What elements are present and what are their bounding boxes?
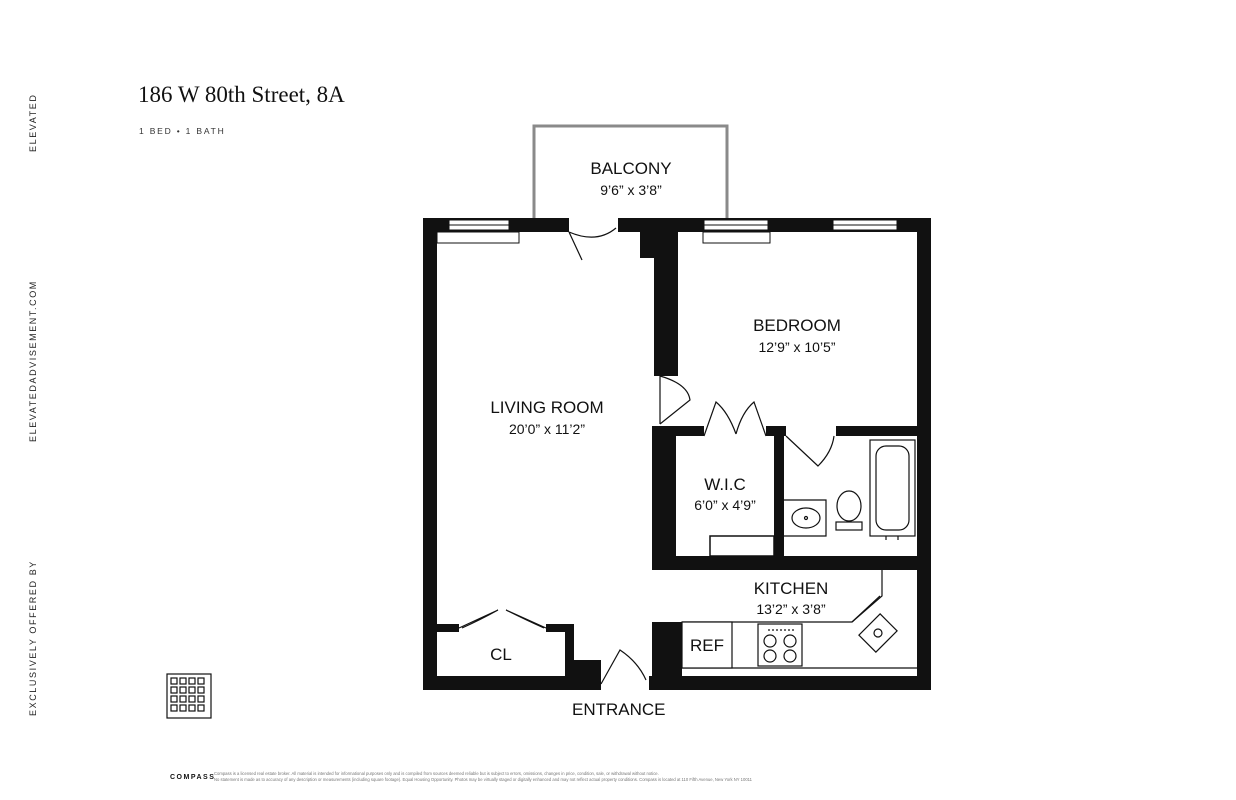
wic-label: W.I.C xyxy=(704,475,746,494)
refrigerator-label: REF xyxy=(690,636,724,655)
living-room-dims: 20’0” x 11’2” xyxy=(509,421,585,437)
bathtub-icon xyxy=(869,439,916,540)
listing-address: 186 W 80th Street, 8A xyxy=(138,82,345,107)
kitchen-sink-icon xyxy=(858,613,898,653)
building-logo xyxy=(166,673,212,719)
wic-notch xyxy=(709,535,775,557)
compass-logo: COMPASS xyxy=(170,774,216,781)
balcony-dims: 9’6” x 3’8” xyxy=(600,182,662,198)
kitchen-label: KITCHEN xyxy=(754,579,829,598)
entrance-label: ENTRANCE xyxy=(572,700,666,719)
disclaimer-line-2: No statement is made as to accuracy of a… xyxy=(214,777,753,782)
range-icon xyxy=(757,623,803,667)
doors xyxy=(458,227,835,685)
kitchen-dims: 13’2” x 3’8” xyxy=(756,601,826,617)
living-room-label: LIVING ROOM xyxy=(490,398,603,417)
windows xyxy=(448,219,898,231)
legal-disclaimer: Compass is a licensed real estate broker… xyxy=(214,771,834,783)
refrigerator xyxy=(681,621,733,669)
disclaimer-line-1: Compass is a licensed real estate broker… xyxy=(214,771,659,776)
bedroom-label: BEDROOM xyxy=(753,316,841,335)
balcony-label: BALCONY xyxy=(590,159,671,178)
balcony-railing xyxy=(532,124,729,218)
closet-label: CL xyxy=(490,645,512,664)
bathroom-sink-icon xyxy=(784,499,827,537)
window-sills xyxy=(436,231,771,244)
wic-dims: 6’0” x 4’9” xyxy=(694,497,756,513)
interior-walls xyxy=(437,232,918,684)
listing-summary: 1 BED • 1 BATH xyxy=(139,126,226,136)
bedroom-dims: 12’9” x 10’5” xyxy=(758,339,835,355)
toilet-icon xyxy=(835,490,863,531)
